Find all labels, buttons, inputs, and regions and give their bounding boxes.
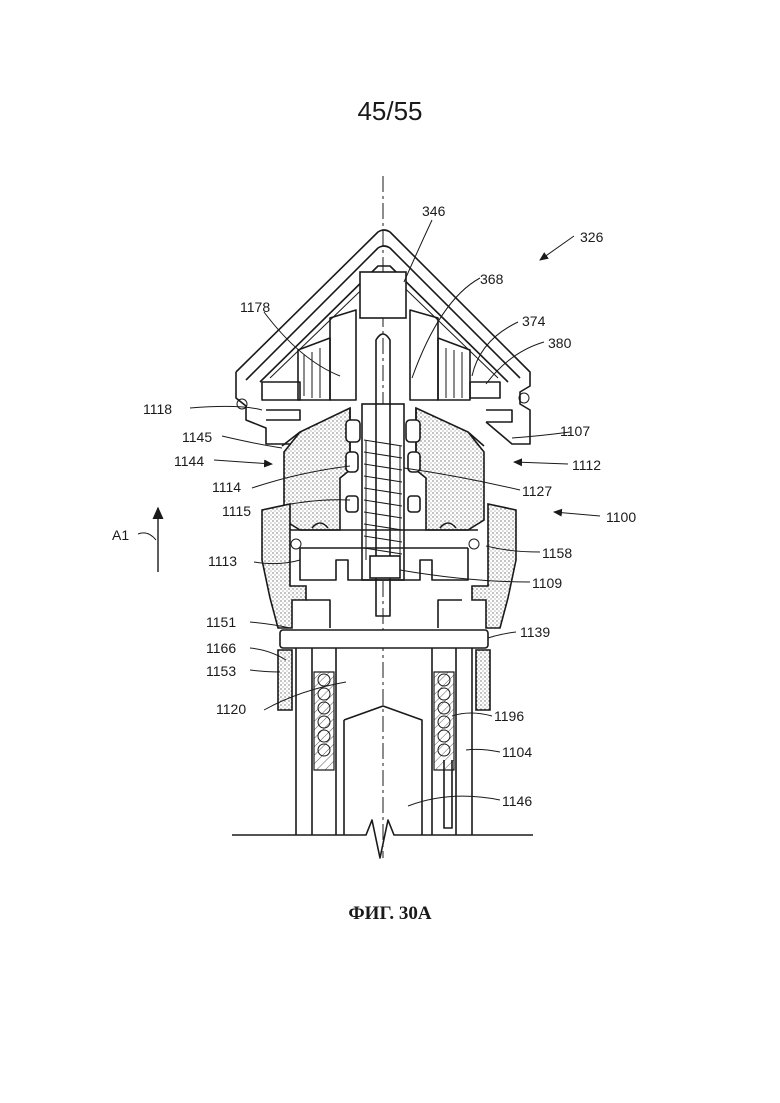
ring-1139 xyxy=(280,630,488,648)
label-368: 368 xyxy=(480,271,504,287)
label-1166: 1166 xyxy=(206,640,236,656)
label-1104: 1104 xyxy=(502,744,532,760)
lower-tube xyxy=(278,648,490,835)
label-1178: 1178 xyxy=(240,299,270,315)
label-a1: A1 xyxy=(112,527,129,543)
label-1115: 1115 xyxy=(222,503,251,519)
label-1107: 1107 xyxy=(560,423,590,439)
label-1114: 1114 xyxy=(212,479,241,495)
label-1118: 1118 xyxy=(143,401,172,417)
label-1100: 1100 xyxy=(606,509,636,525)
label-1151: 1151 xyxy=(206,614,236,630)
label-1127: 1127 xyxy=(522,483,552,499)
label-1113: 1113 xyxy=(208,553,237,569)
label-1144: 1144 xyxy=(174,453,204,469)
label-1145: 1145 xyxy=(182,429,212,445)
label-1158: 1158 xyxy=(542,545,572,561)
label-1146: 1146 xyxy=(502,793,532,809)
label-380: 380 xyxy=(548,335,572,351)
label-1112: 1112 xyxy=(572,457,601,473)
label-1196: 1196 xyxy=(494,708,524,724)
label-1139: 1139 xyxy=(520,624,550,640)
label-1120: 1120 xyxy=(216,701,246,717)
label-346: 346 xyxy=(422,203,446,219)
label-1109: 1109 xyxy=(532,575,562,591)
label-326: 326 xyxy=(580,229,604,245)
figure-caption: ФИГ. 30А xyxy=(0,903,780,925)
label-1153: 1153 xyxy=(206,663,236,679)
label-374: 374 xyxy=(522,313,546,329)
